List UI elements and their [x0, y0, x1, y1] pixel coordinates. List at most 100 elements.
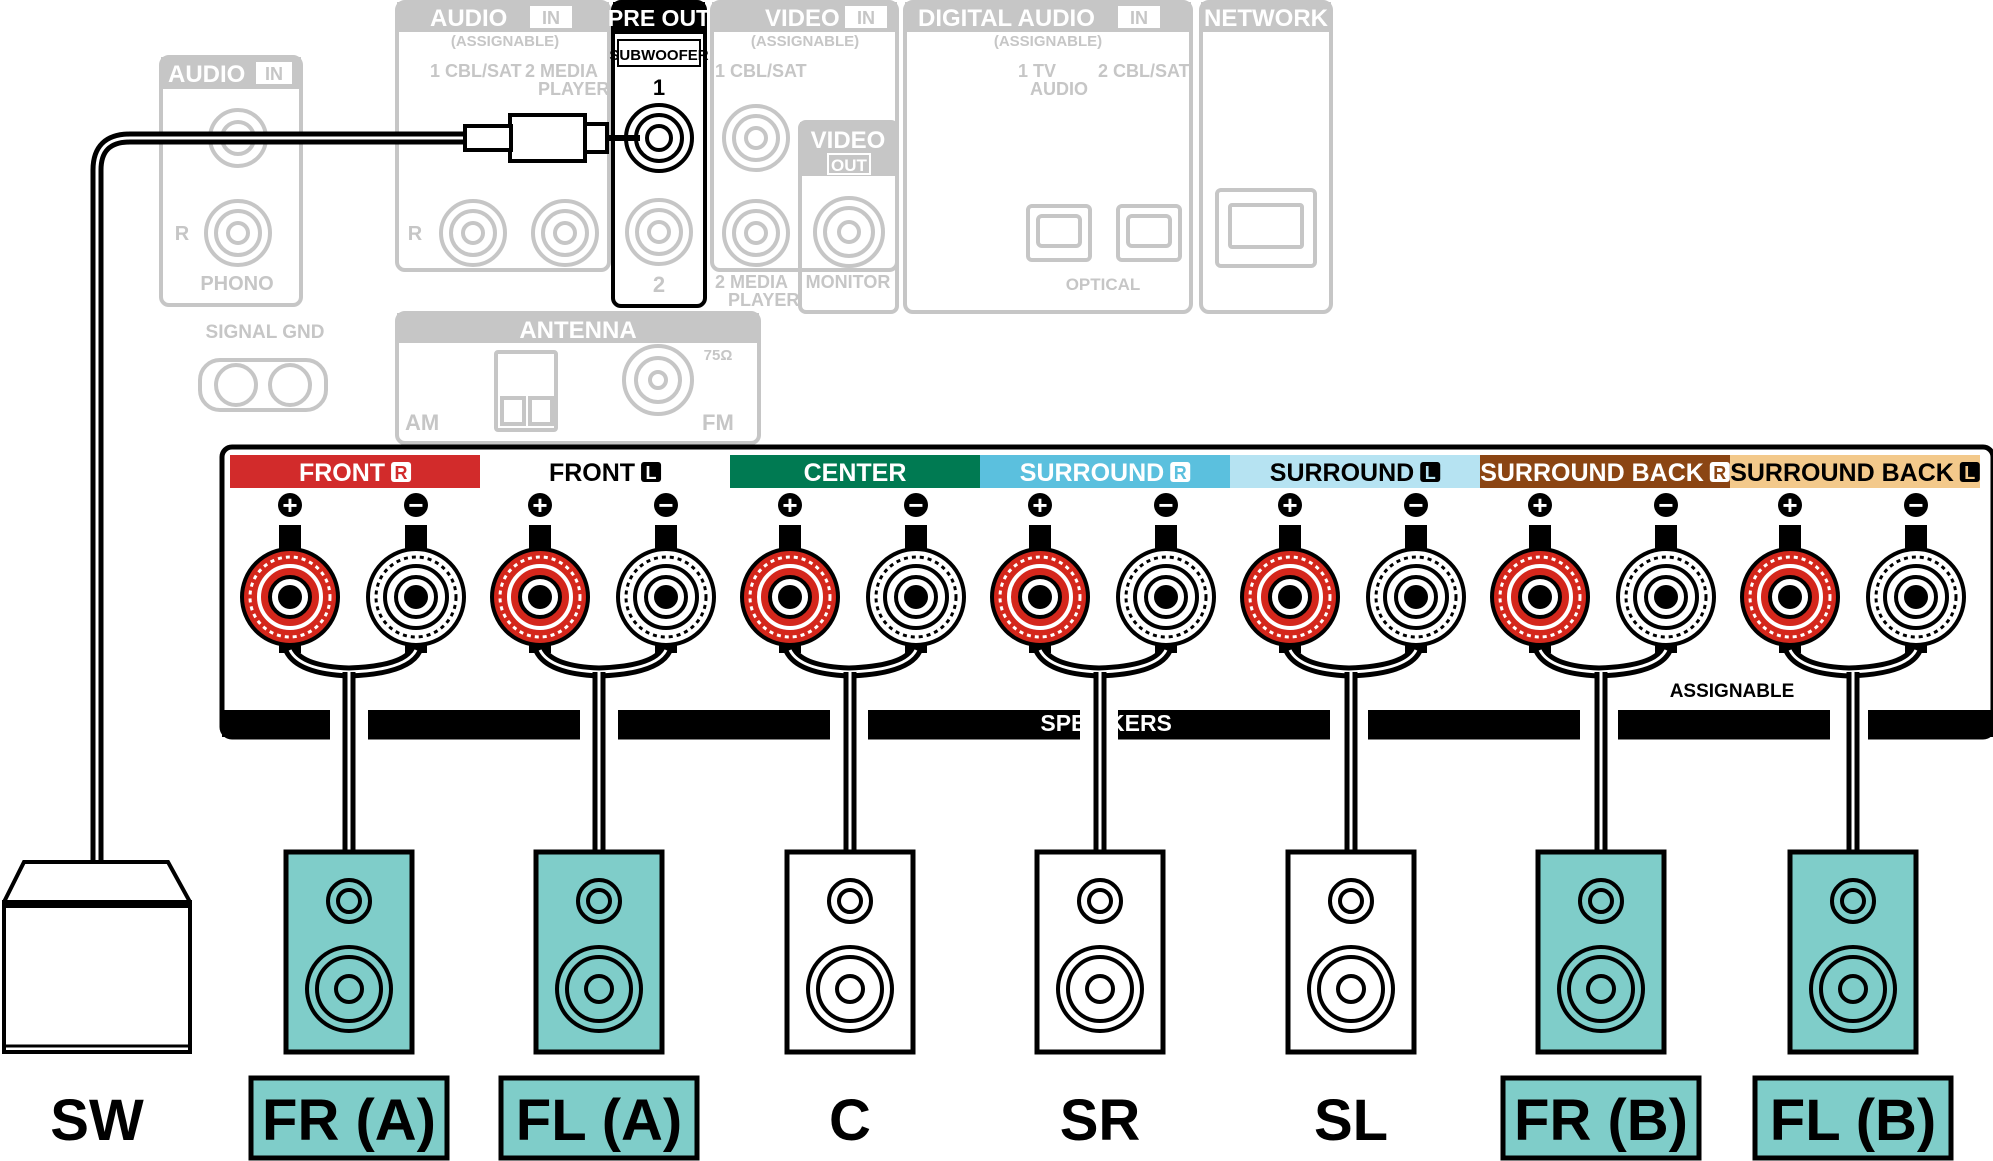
- minus-symbol: −: [908, 490, 923, 520]
- signal-gnd-label: SIGNAL GND: [206, 322, 325, 343]
- pre-out-1-label: 1: [653, 75, 665, 100]
- pre-out-title: PRE OUT: [608, 5, 710, 31]
- speaker-label: FR (A): [262, 1088, 436, 1153]
- plus-symbol: +: [1282, 490, 1297, 520]
- speaker-label-box: [248, 1075, 450, 1161]
- audio-in-phono-title: AUDIO: [168, 61, 245, 88]
- audio-in-assignable-sub: (ASSIGNABLE): [451, 33, 559, 50]
- terminal-minus[interactable]: −: [1866, 490, 1966, 653]
- terminal-minus[interactable]: −: [1116, 490, 1216, 653]
- optical-label: OPTICAL: [1066, 275, 1141, 294]
- audio-in-1-label: 1 CBL/SAT: [430, 61, 522, 81]
- video-out-title: VIDEO: [811, 127, 886, 154]
- channel-side-badge: [641, 462, 662, 482]
- speaker-label-group: SL: [1314, 1088, 1388, 1153]
- speakers-title-right: KERS: [1108, 710, 1172, 736]
- plus-symbol: +: [782, 490, 797, 520]
- network-title: NETWORK: [1204, 5, 1329, 32]
- minus-symbol: −: [1408, 490, 1423, 520]
- fm-label: FM: [702, 410, 734, 435]
- channel-1: FRONT L: [480, 455, 730, 488]
- channel-header-bg: [480, 455, 730, 488]
- terminal-minus[interactable]: −: [616, 490, 716, 653]
- channel-side-text: R: [1713, 463, 1726, 483]
- terminal-minus[interactable]: −: [366, 490, 466, 653]
- audio-in-phono-r: R: [175, 223, 190, 245]
- speaker-label: SR: [1060, 1088, 1141, 1153]
- speakers-title-left: SPEA: [1040, 710, 1103, 736]
- channel-label: SURROUND: [1020, 459, 1164, 487]
- channel-side-text: L: [1964, 463, 1975, 483]
- channel-side-text: R: [1174, 463, 1187, 483]
- video-in-badge: IN: [857, 8, 875, 28]
- channel-side-text: L: [646, 463, 657, 483]
- rear-panel-labels: AUDIO IN R PHONO SIGNAL GND AUDIO IN (AS…: [168, 5, 1329, 435]
- minus-symbol: −: [408, 490, 423, 520]
- minus-symbol: −: [658, 490, 673, 520]
- channel-label: SURROUND: [1270, 459, 1414, 487]
- terminal-plus[interactable]: +: [1490, 490, 1590, 653]
- speaker-label-group: FL (B): [1752, 1075, 1954, 1161]
- minus-symbol: −: [1158, 490, 1173, 520]
- channel-header-bg: [1480, 455, 1730, 488]
- channel-side-text: R: [395, 463, 408, 483]
- terminal-plus[interactable]: +: [990, 490, 1090, 653]
- speaker-fl-b: [1787, 849, 1919, 1055]
- digital-in-2-label: 2 CBL/SAT: [1098, 61, 1190, 81]
- speaker-label: SW: [50, 1088, 144, 1153]
- plus-symbol: +: [282, 490, 297, 520]
- plus-symbol: +: [1782, 490, 1797, 520]
- terminal-plus[interactable]: +: [1740, 490, 1840, 653]
- speaker-label: SL: [1314, 1088, 1388, 1153]
- speaker-sl: [1285, 849, 1417, 1055]
- ohm-label: 75Ω: [704, 347, 733, 364]
- speaker-label: C: [829, 1088, 871, 1153]
- subwoofer-label: SUBWOOFER: [609, 47, 708, 64]
- plus-symbol: +: [1532, 490, 1547, 520]
- audio-in-phono-box: [159, 55, 303, 307]
- terminal-plus[interactable]: +: [490, 490, 590, 653]
- speaker-sr: [1034, 849, 1166, 1055]
- speaker-label-group: FL (A): [498, 1075, 700, 1161]
- channel-side-badge: [1959, 462, 1980, 482]
- monitor-label: MONITOR: [806, 272, 891, 292]
- channel-label: FRONT: [299, 459, 385, 487]
- video-in-2-label-a: 2 MEDIA: [715, 272, 788, 292]
- speaker-c: [784, 849, 916, 1055]
- terminal-minus[interactable]: −: [1616, 490, 1716, 653]
- terminal-minus[interactable]: −: [1366, 490, 1466, 653]
- minus-symbol: −: [1908, 490, 1923, 520]
- digital-audio-sub: (ASSIGNABLE): [994, 33, 1102, 50]
- channel-side-badge: [1170, 462, 1191, 482]
- speaker-label-group: FR (B): [1500, 1075, 1702, 1161]
- speaker-label-box: [1752, 1075, 1954, 1161]
- plus-symbol: +: [532, 490, 547, 520]
- speaker-label: FL (A): [516, 1088, 682, 1153]
- video-in-title: VIDEO: [765, 5, 840, 32]
- antenna-title: ANTENNA: [519, 317, 636, 344]
- terminal-plus[interactable]: +: [1240, 490, 1340, 653]
- digital-audio-badge: IN: [1130, 8, 1148, 28]
- video-in-1-label: 1 CBL/SAT: [715, 61, 807, 81]
- plus-symbol: +: [1032, 490, 1047, 520]
- subwoofer-cable: [90, 113, 640, 862]
- speaker-label-group: SW: [50, 1088, 144, 1153]
- audio-in-2-label-b: PLAYER: [538, 79, 609, 99]
- digital-audio-title: DIGITAL AUDIO: [918, 5, 1095, 32]
- speaker-fl-a: [533, 849, 665, 1055]
- terminal-plus[interactable]: +: [240, 490, 340, 653]
- terminal-plus[interactable]: +: [740, 490, 840, 653]
- channel-side-badge: [1420, 462, 1441, 482]
- channel-header-bg: [230, 455, 480, 488]
- terminal-minus[interactable]: −: [866, 490, 966, 653]
- channel-2: CENTER: [730, 455, 980, 488]
- video-out-badge: OUT: [831, 156, 868, 175]
- speaker-label-group: SR: [1060, 1088, 1141, 1153]
- speaker-fr-b: [1535, 849, 1667, 1055]
- channel-label: SURROUND BACK: [1480, 459, 1704, 487]
- channel-label: FRONT: [549, 459, 635, 487]
- audio-in-assignable-badge: IN: [542, 8, 560, 28]
